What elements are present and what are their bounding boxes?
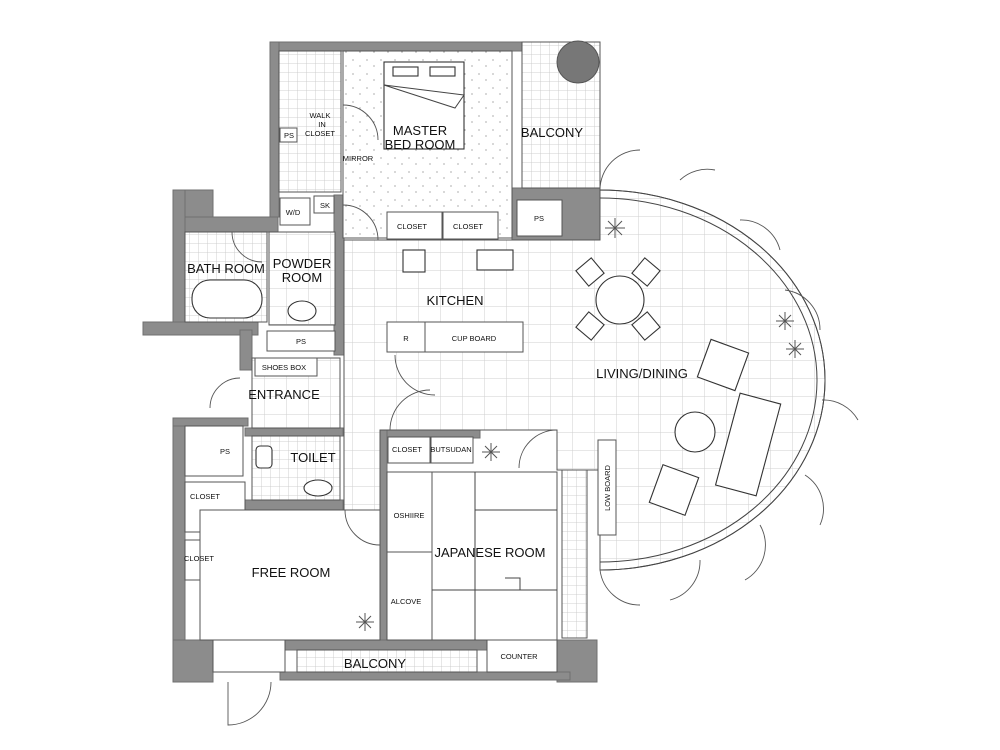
planter-icon	[556, 40, 600, 84]
balcony-bottom	[296, 649, 478, 673]
sk-label: SK	[320, 201, 330, 210]
counter	[486, 639, 558, 673]
ps-left	[184, 425, 244, 477]
balcony-top-label: BALCONY	[521, 125, 583, 140]
japanese-room	[431, 471, 558, 641]
low-board-label: LOW BOARD	[603, 464, 612, 510]
cup-board-label: CUP BOARD	[452, 334, 497, 343]
oshiire	[386, 471, 433, 553]
coffee-table	[674, 411, 716, 453]
shoes-box-label: SHOES BOX	[262, 363, 306, 372]
living-dining-label: LIVING/DINING	[596, 366, 688, 381]
closet-label: CLOSET	[397, 222, 427, 231]
dining-table	[595, 275, 645, 325]
refrigerator-label: R	[403, 334, 409, 343]
bathtub	[191, 279, 263, 319]
closet-label: CLOSET	[392, 445, 422, 454]
plant-icon	[356, 218, 804, 631]
armchair	[696, 338, 750, 392]
mirror-label: MIRROR	[343, 154, 374, 163]
washbasin	[287, 300, 317, 322]
japanese-room-label: JAPANESE ROOM	[434, 545, 545, 560]
closet-label: CLOSET	[184, 554, 214, 563]
entrance-label: ENTRANCE	[248, 387, 320, 402]
closet-label: CLOSET	[190, 492, 220, 501]
doors	[209, 104, 859, 726]
butsudan-label: BUTSUDAN	[430, 445, 471, 454]
toilet-bowl	[255, 445, 273, 469]
ps-label: PS	[284, 131, 294, 140]
walk-in-closet	[278, 50, 342, 193]
closet-label: CLOSET	[453, 222, 483, 231]
ps-label: PS	[534, 214, 544, 223]
balcony-bottom-label: BALCONY	[344, 656, 406, 671]
sofa	[714, 392, 782, 497]
bath-room-label: BATH ROOM	[187, 261, 265, 276]
kitchen-sink	[476, 249, 514, 271]
ps-label: PS	[220, 447, 230, 456]
counter-label: COUNTER	[500, 652, 538, 661]
ps-label: PS	[296, 337, 306, 346]
furniture	[191, 61, 782, 536]
free-room	[199, 509, 381, 641]
toilet-label: TOILET	[290, 450, 335, 465]
stove	[402, 249, 426, 273]
alcove	[386, 551, 433, 641]
wd-label: W/D	[286, 208, 301, 217]
alcove-label: ALCOVE	[391, 597, 421, 606]
free-room-label: FREE ROOM	[252, 565, 331, 580]
kitchen-label: KITCHEN	[426, 293, 483, 308]
oshiire-label: OSHIIRE	[394, 511, 425, 520]
armchair	[648, 464, 700, 516]
